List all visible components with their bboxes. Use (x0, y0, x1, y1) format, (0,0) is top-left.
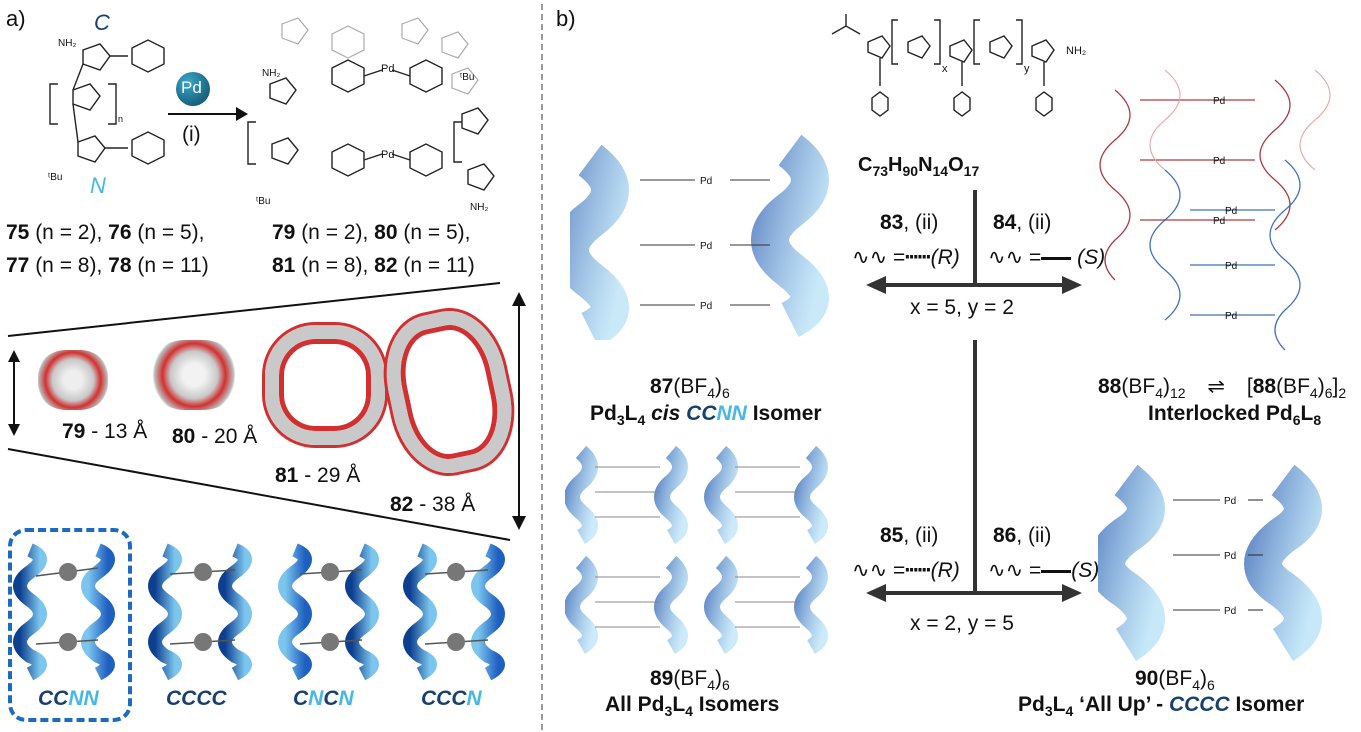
svg-text:Pd: Pd (1225, 311, 1237, 322)
cage-90-description: Pd3L4 ‘All Up’ - CCCC Isomer (1018, 693, 1305, 720)
selected-isomer-frame (8, 528, 132, 722)
svg-text:Pd: Pd (1225, 206, 1237, 217)
reagent-86: 86, (ii) (993, 524, 1052, 547)
svg-text:n: n (118, 114, 123, 124)
svg-text:ᵗBu: ᵗBu (48, 172, 62, 183)
space-filling-model-81 (265, 325, 385, 445)
reaction-arrow-a-head (236, 107, 248, 121)
cage-90-structure: Pd Pd Pd (1098, 464, 1322, 662)
svg-text:NH₂: NH₂ (470, 202, 488, 213)
cage-list-line1: 79 (n = 2), 80 (n = 5), (272, 221, 471, 244)
reaction-arrow-a (168, 113, 238, 115)
cage-88-structure: Pd Pd Pd Pd Pd Pd (1099, 69, 1331, 351)
reagent-83: 83, (ii) (880, 211, 939, 234)
panel-b-label: b) (556, 6, 576, 31)
wavy-bond-86: ∿∿ =(S) (988, 559, 1100, 582)
cage-90-label: 90(BF4)6 (1135, 667, 1215, 694)
isomer-cartoons (13, 543, 505, 680)
isomer-label-cccc: CCCC (166, 687, 227, 710)
peptide-ligand-structure: NH₂ x y (831, 14, 1086, 117)
cage-88-label: 88(BF4)12 ⇌ [88(BF4)6]2 (1098, 375, 1347, 402)
size-79: 79 - 13 Å (62, 420, 148, 443)
svg-text:Pd: Pd (1213, 216, 1225, 227)
reagent-84: 84, (ii) (993, 211, 1052, 234)
svg-text:Pd: Pd (700, 301, 712, 312)
svg-text:Pd: Pd (700, 241, 712, 252)
svg-text:Pd: Pd (1225, 261, 1237, 272)
c-terminus-label: C (94, 10, 110, 35)
n-terminus-label: N (90, 173, 106, 198)
panel-a-label: a) (6, 6, 26, 31)
reagent-85: 85, (ii) (880, 524, 939, 547)
isomer-cccn-cartoon (403, 543, 505, 680)
isomer-cncn-cartoon (278, 543, 379, 680)
cage-89-description: All Pd3L4 Isomers (605, 693, 780, 720)
space-filling-model-80 (150, 340, 238, 410)
isomer-ccnn-cartoon (13, 543, 115, 680)
svg-text:NH₂: NH₂ (262, 68, 280, 79)
size-wedge-lines (7, 282, 526, 541)
svg-text:Pd: Pd (1224, 496, 1236, 507)
ligand-list-line1: 75 (n = 2), 76 (n = 5), (6, 221, 205, 244)
ligand-formula: C73H90N14O17 (858, 154, 980, 179)
ligand-structure: NH₂ ᵗBu n (48, 38, 165, 183)
svg-text:Pd: Pd (1224, 606, 1236, 617)
svg-text:Pd: Pd (381, 149, 394, 161)
svg-text:Pd: Pd (1213, 156, 1225, 167)
svg-text:ᵗBu: ᵗBu (256, 196, 270, 207)
struct-x: x (942, 63, 948, 75)
pd-reagent-badge: Pd (176, 72, 210, 106)
cage-87-description: Pd3L4 cis CCNN Isomer (590, 402, 822, 429)
cage-89-isomers (565, 445, 828, 654)
svg-text:Pd: Pd (1224, 551, 1236, 562)
struct-y: y (1024, 63, 1030, 75)
cage-89-label: 89(BF4)6 (650, 667, 730, 694)
cage-87-label: 87(BF4)6 (650, 375, 730, 402)
space-filling-model-79 (38, 350, 108, 410)
cage-structure: Pd Pd NH₂ ᵗBu ᵗBu NH₂ (247, 17, 495, 213)
wavy-bond-83: ∿∿ =┅┅(R) (852, 246, 960, 269)
xy-bottom: x = 2, y = 5 (910, 612, 1014, 635)
size-81: 81 - 29 Å (275, 464, 361, 487)
cage-88-description: Interlocked Pd6L8 (1148, 402, 1322, 429)
cage-list-line2: 81 (n = 8), 82 (n = 11) (272, 254, 475, 277)
isomer-label-ccnn: CCNN (38, 687, 99, 710)
svg-text:Pd: Pd (700, 176, 712, 187)
reaction-scheme-arrows (866, 190, 1082, 602)
svg-text:NH₂: NH₂ (58, 38, 76, 49)
xy-top: x = 5, y = 2 (910, 296, 1014, 319)
isomer-cccc-cartoon (148, 543, 252, 680)
reagent-i: (i) (182, 123, 201, 146)
ligand-list-line2: 77 (n = 8), 78 (n = 11) (6, 254, 209, 277)
svg-text:Pd: Pd (1213, 96, 1225, 107)
svg-text:ᵗBu: ᵗBu (460, 72, 474, 83)
size-80: 80 - 20 Å (172, 425, 258, 448)
panel-divider (541, 4, 543, 730)
wavy-bond-85: ∿∿ =┅┅(R) (852, 559, 960, 582)
wavy-bond-84: ∿∿ = (S) (988, 246, 1106, 269)
size-82: 82 - 38 Å (390, 493, 476, 516)
isomer-label-cncn: CNCN (293, 687, 354, 710)
cage-87-structure: Pd Pd Pd (570, 134, 829, 340)
isomer-label-cccn: CCCN (421, 687, 482, 710)
svg-text:Pd: Pd (381, 63, 394, 75)
struct-nh2: NH₂ (1066, 45, 1086, 57)
